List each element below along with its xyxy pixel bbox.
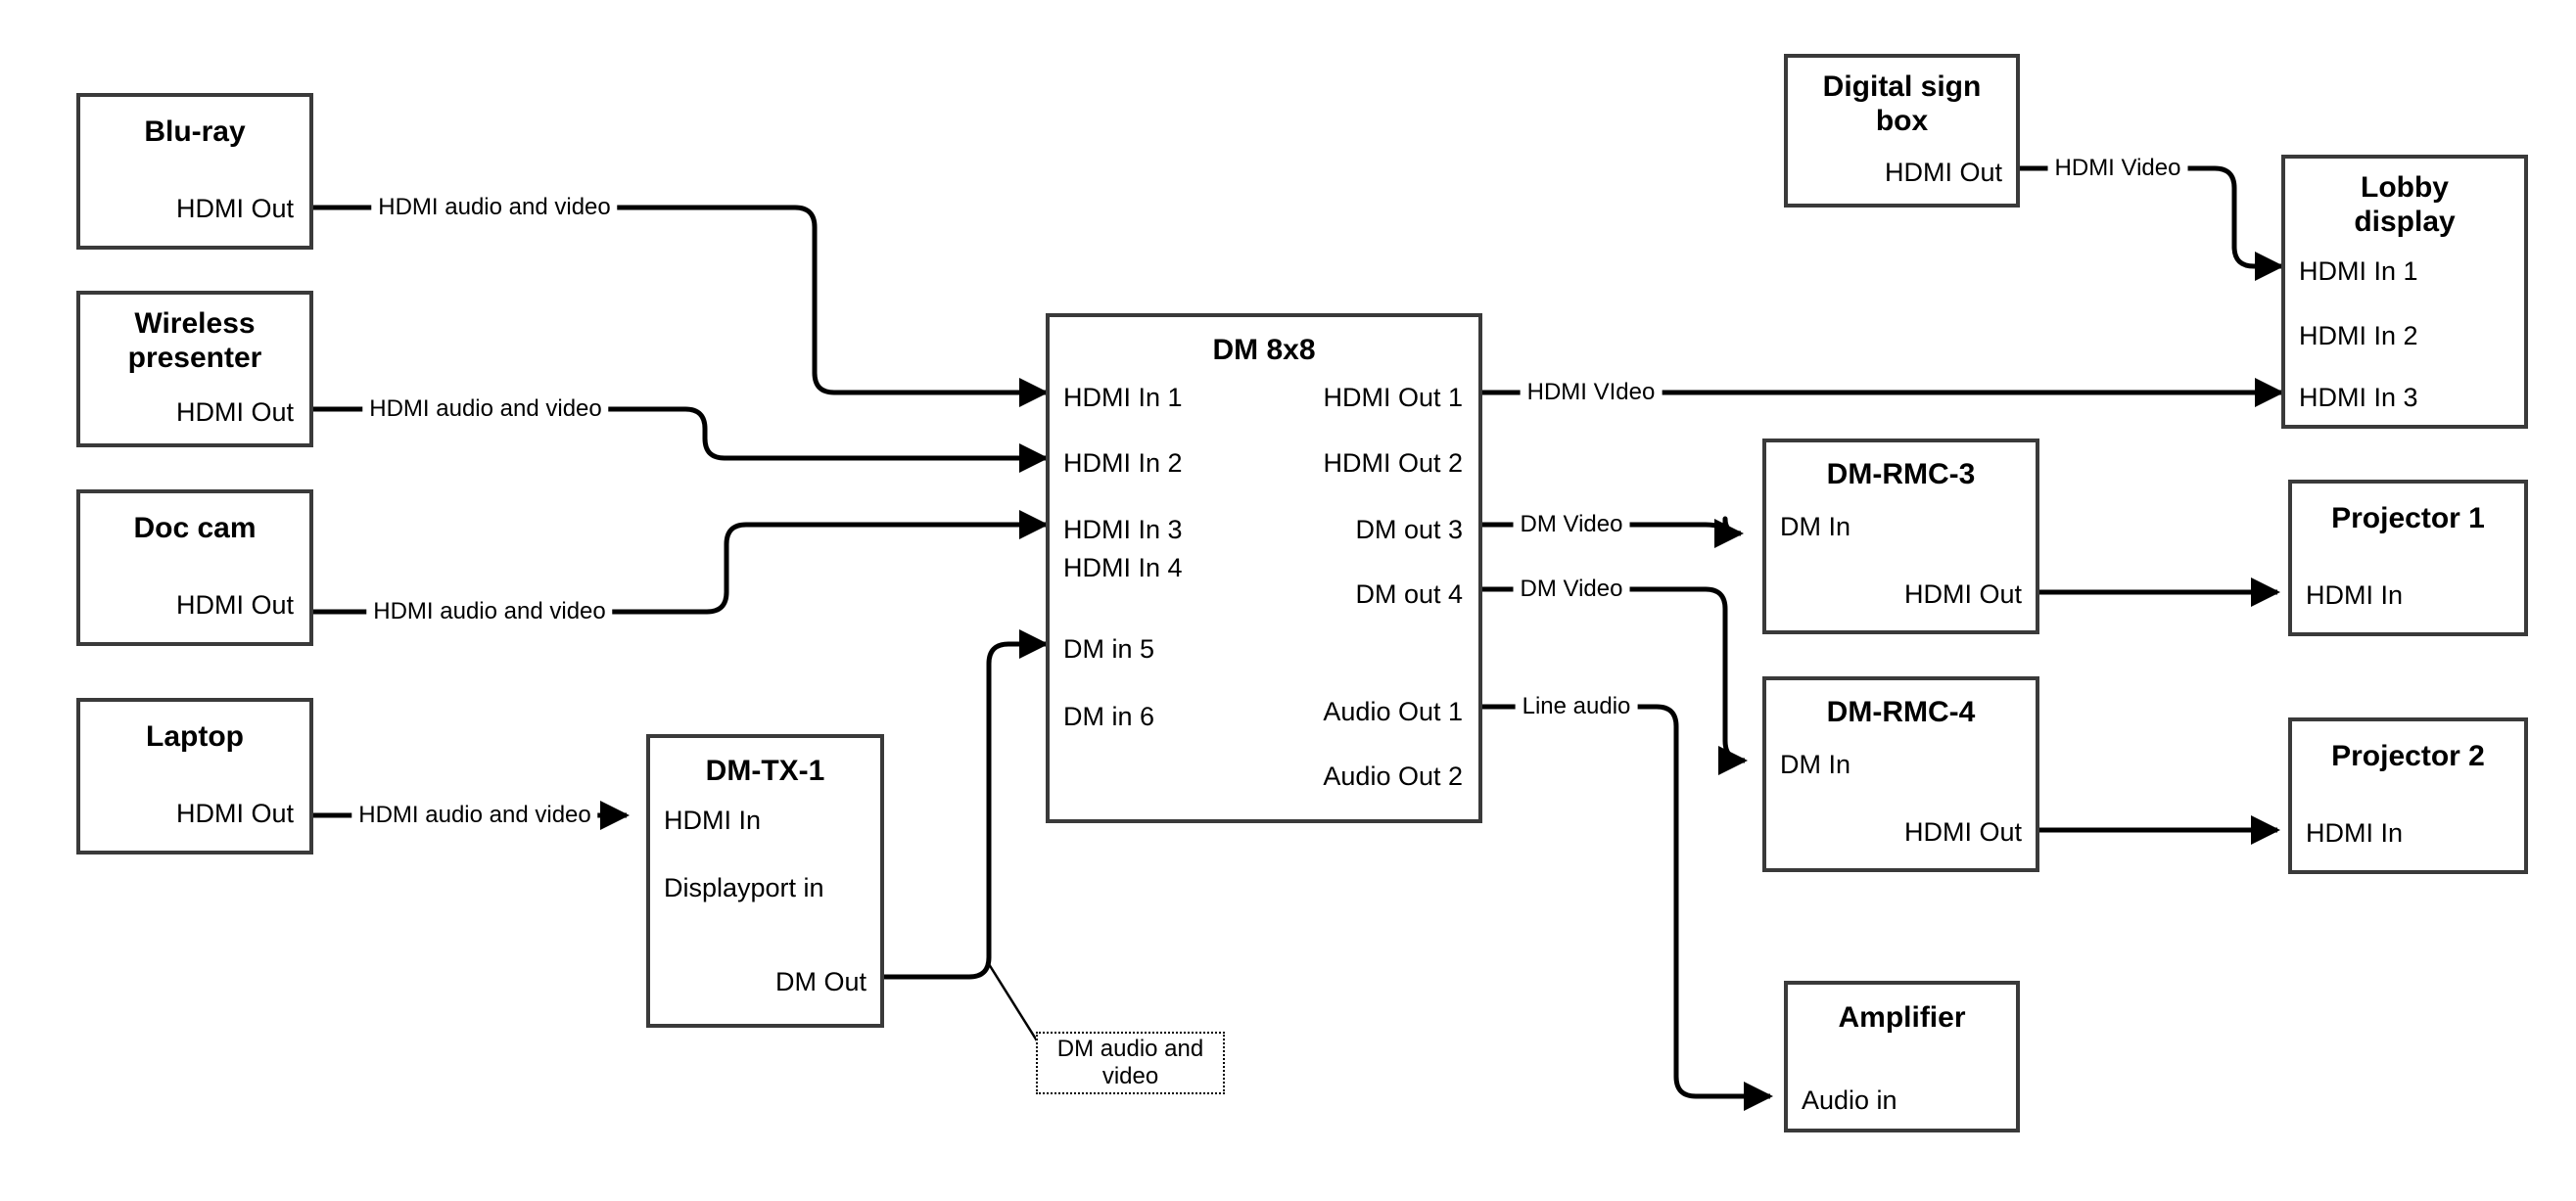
edge-label-hdmi-out-1-to-lobby: HDMI VIdeo [1520, 381, 1663, 404]
device-dm-8x8-input-hdmi-in-3: HDMI In 3 [1063, 515, 1183, 544]
device-amplifier[interactable]: Amplifier Audio in [1784, 981, 2020, 1132]
link-wireless-to-hdmi-in-2 [313, 406, 1049, 473]
device-projector-2[interactable]: Projector 2 HDMI In [2288, 717, 2528, 874]
device-doc-cam-title: Doc cam [133, 512, 257, 544]
device-projector-2-title: Projector 2 [2331, 740, 2485, 772]
device-dm-8x8-output-audio-out-2: Audio Out 2 [1323, 762, 1463, 791]
link-doccam-to-hdmi-in-3 [313, 510, 1049, 615]
edge-label-dm-out-3-to-rmc3: DM Video [1513, 513, 1630, 536]
device-dm-tx-1-port-dm-out: DM Out [774, 967, 866, 996]
link-dm-out-4-to-rmc4 [1482, 586, 1748, 775]
device-dm-tx-1-title: DM-TX-1 [705, 755, 825, 787]
device-dm-rmc-4-port-hdmi-out: HDMI Out [1903, 817, 2022, 847]
device-laptop[interactable]: Laptop HDMI Out [76, 698, 313, 855]
device-lobby-display-input-hdmi-in-2: HDMI In 2 [2299, 321, 2418, 350]
device-dm-8x8-input-hdmi-in-1: HDMI In 1 [1063, 383, 1183, 412]
device-bluray-title: Blu-ray [144, 115, 246, 148]
device-dm-8x8-title: DM 8x8 [1212, 334, 1316, 366]
device-dm-tx-1-port-hdmi-in: HDMI In [664, 806, 762, 835]
edge-label-bluray-to-hdmi-in-1: HDMI audio and video [371, 196, 618, 219]
device-dm-tx-1-port-displayport-in: Displayport in [664, 873, 824, 902]
device-lobby-display[interactable]: Lobby display HDMI In 1 HDMI In 2 HDMI I… [2281, 155, 2528, 429]
device-projector-1-title: Projector 1 [2331, 502, 2485, 534]
device-digital-sign-box[interactable]: Digital sign box HDMI Out [1784, 54, 2020, 208]
device-dm-rmc-3-port-hdmi-out: HDMI Out [1903, 579, 2022, 609]
device-wireless-presenter-title: Wireless presenter [127, 307, 262, 375]
link-tx-dmout-to-dm-in-5 [884, 629, 1049, 980]
device-doc-cam[interactable]: Doc cam HDMI Out [76, 489, 313, 646]
device-doc-cam-port-hdmi-out: HDMI Out [175, 590, 294, 620]
device-wireless-presenter[interactable]: Wireless presenter HDMI Out [76, 291, 313, 447]
edge-label-sign-to-lobby: HDMI Video [2047, 157, 2188, 180]
device-dm-8x8[interactable]: DM 8x8 HDMI In 1 HDMI In 2 HDMI In 3 HDM… [1046, 313, 1482, 823]
link-bluray-to-hdmi-in-1 [313, 205, 1049, 407]
device-dm-rmc-3-title: DM-RMC-3 [1826, 458, 1976, 490]
edge-label-audio-out-1-to-amplifier: Line audio [1515, 695, 1638, 718]
device-dm-8x8-output-dm-out-4: DM out 4 [1355, 579, 1463, 609]
device-dm-8x8-output-hdmi-out-1: HDMI Out 1 [1323, 383, 1463, 412]
device-digital-sign-box-title: Digital sign box [1822, 70, 1982, 138]
device-dm-8x8-output-dm-out-3: DM out 3 [1355, 515, 1463, 544]
device-dm-8x8-input-hdmi-in-4: HDMI In 4 [1063, 553, 1183, 582]
edge-label-wireless-to-hdmi-in-2: HDMI audio and video [362, 397, 609, 421]
edge-label-laptop-to-tx-hdmi-in: HDMI audio and video [351, 804, 598, 827]
device-bluray[interactable]: Blu-ray HDMI Out [76, 93, 313, 250]
device-dm-rmc-3-port-dm-in: DM In [1780, 512, 1851, 541]
device-dm-rmc-3[interactable]: DM-RMC-3 DM In HDMI Out [1762, 439, 2039, 634]
device-wireless-presenter-port-hdmi-out: HDMI Out [175, 397, 294, 427]
device-laptop-port-hdmi-out: HDMI Out [175, 799, 294, 828]
device-amplifier-port-audio-in: Audio in [1802, 1086, 1897, 1115]
device-digital-sign-box-port-hdmi-out: HDMI Out [1884, 158, 2002, 187]
edge-label-doccam-to-hdmi-in-3: HDMI audio and video [366, 600, 613, 624]
edge-label-dm-out-4-to-rmc4: DM Video [1513, 577, 1630, 601]
link-audio-out-1-to-amplifier [1482, 704, 1773, 1111]
note-leader-line [987, 963, 1042, 1046]
device-laptop-title: Laptop [146, 720, 244, 753]
device-dm-8x8-output-audio-out-1: Audio Out 1 [1323, 697, 1463, 726]
device-dm-rmc-4-port-dm-in: DM In [1780, 750, 1851, 779]
device-dm-rmc-4-title: DM-RMC-4 [1826, 696, 1976, 728]
device-dm-rmc-4[interactable]: DM-RMC-4 DM In HDMI Out [1762, 676, 2039, 872]
device-lobby-display-input-hdmi-in-3: HDMI In 3 [2299, 383, 2418, 412]
device-dm-8x8-input-dm-in-5: DM in 5 [1063, 634, 1155, 664]
device-amplifier-title: Amplifier [1838, 1001, 1966, 1034]
link-dm-out-3-to-rmc3 [1482, 516, 1744, 548]
device-projector-1-port-hdmi-in: HDMI In [2306, 580, 2404, 610]
device-lobby-display-input-hdmi-in-1: HDMI In 1 [2299, 256, 2418, 286]
device-dm-tx-1[interactable]: DM-TX-1 HDMI In Displayport in DM Out [646, 734, 884, 1028]
device-bluray-port-hdmi-out: HDMI Out [175, 194, 294, 223]
device-lobby-display-title: Lobby display [2354, 171, 2456, 239]
device-dm-8x8-input-dm-in-6: DM in 6 [1063, 702, 1155, 731]
device-dm-8x8-output-hdmi-out-2: HDMI Out 2 [1323, 448, 1463, 478]
device-projector-2-port-hdmi-in: HDMI In [2306, 818, 2404, 848]
device-dm-8x8-input-hdmi-in-2: HDMI In 2 [1063, 448, 1183, 478]
note-dm-audio-and-video: DM audio and video [1036, 1032, 1225, 1094]
device-projector-1[interactable]: Projector 1 HDMI In [2288, 480, 2528, 636]
link-sign-to-lobby-hdmi-in-1 [2020, 165, 2284, 281]
